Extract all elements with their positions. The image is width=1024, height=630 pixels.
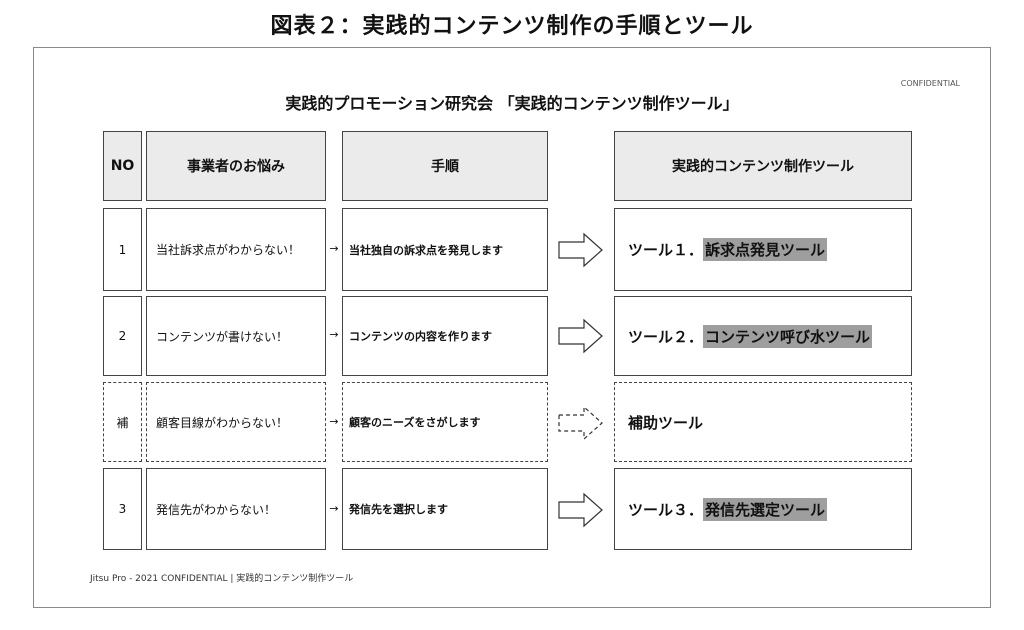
- row-1-small-arrow-icon: →: [329, 242, 339, 255]
- row-1-big-arrow-icon: [558, 232, 603, 268]
- row-3-big-arrow-icon: [558, 492, 603, 528]
- header-worry: 事業者のお悩み: [146, 131, 326, 201]
- slide-title: 実践的プロモーション研究会 「実践的コンテンツ制作ツール」: [285, 94, 739, 113]
- header-step: 手順: [342, 131, 548, 201]
- row-3-no: 3: [103, 468, 142, 550]
- row-aux-step: 顧客のニーズをさがします: [342, 382, 548, 462]
- row-3-tool-name: 発信先選定ツール: [703, 497, 828, 521]
- row-1-tool: ツール１． 訴求点発見ツール: [614, 208, 912, 291]
- row-1-no: 1: [103, 208, 142, 291]
- row-2-tool-name: コンテンツ呼び水ツール: [703, 324, 873, 348]
- row-1-worry: 当社訴求点がわからない！: [146, 208, 326, 291]
- row-2-big-arrow-icon: [558, 318, 603, 354]
- row-1-tool-prefix: ツール１．: [628, 241, 704, 259]
- row-aux-tool-prefix: 補助ツール: [628, 413, 704, 432]
- row-3-tool: ツール３． 発信先選定ツール: [614, 468, 912, 550]
- row-2-worry: コンテンツが書けない！: [146, 296, 326, 376]
- slide-frame: [33, 47, 991, 608]
- footer-text: Jitsu Pro - 2021 CONFIDENTIAL | 実践的コンテンツ…: [90, 574, 354, 584]
- header-no: NO: [103, 131, 142, 201]
- row-aux-worry: 顧客目線がわからない！: [146, 382, 326, 462]
- row-3-worry: 発信先がわからない！: [146, 468, 326, 550]
- row-3-step: 発信先を選択します: [342, 468, 548, 550]
- row-3-tool-prefix: ツール３．: [628, 500, 704, 519]
- row-2-tool: ツール２． コンテンツ呼び水ツール: [614, 296, 912, 376]
- row-aux-small-arrow-icon: →: [329, 415, 339, 428]
- row-3-small-arrow-icon: →: [329, 502, 339, 515]
- row-1-tool-name: 訴求点発見ツール: [703, 238, 828, 261]
- row-2-step: コンテンツの内容を作ります: [342, 296, 548, 376]
- row-2-small-arrow-icon: →: [329, 328, 339, 341]
- row-2-no: 2: [103, 296, 142, 376]
- confidential-label: CONFIDENTIAL: [900, 79, 960, 88]
- row-1-step: 当社独自の訴求点を発見します: [342, 208, 548, 291]
- row-aux-no: 補: [103, 382, 142, 462]
- main-title: 図表２：実践的コンテンツ制作の手順とツール: [270, 14, 754, 39]
- row-aux-big-arrow-icon: [558, 405, 603, 441]
- header-tool: 実践的コンテンツ制作ツール: [614, 131, 912, 201]
- row-2-tool-prefix: ツール２．: [628, 327, 704, 346]
- row-aux-tool: 補助ツール: [614, 382, 912, 462]
